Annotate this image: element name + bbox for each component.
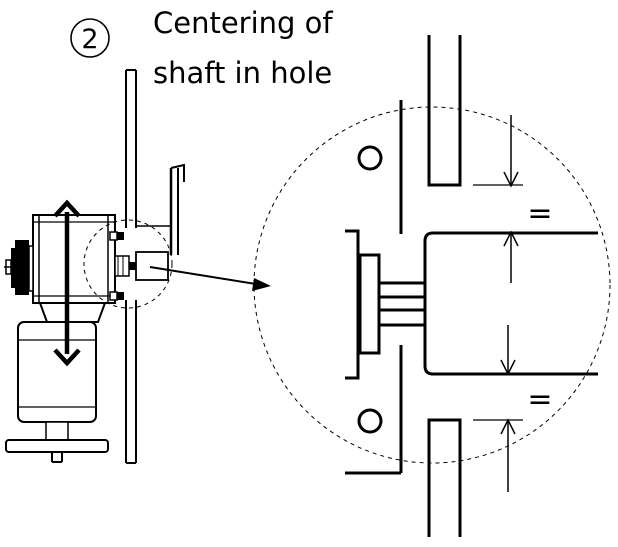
mount-hole-upper: [357, 145, 383, 171]
detail-circle: [253, 106, 611, 464]
vertical-adjust-arrow: [53, 199, 81, 367]
overview-assembly: [4, 69, 185, 464]
upper-gap-equal-sign: =: [527, 196, 552, 231]
upper-post: [427, 35, 462, 187]
step-badge-circle: [70, 18, 110, 58]
detail-plate: [345, 100, 403, 475]
caption-line-1: Centering of: [153, 6, 333, 40]
motor: [5, 302, 109, 463]
step-badge: 2: [70, 18, 110, 58]
lower-gap-equal-sign: =: [527, 382, 552, 417]
detail-shaft: [423, 231, 598, 376]
detail-view: = =: [253, 35, 611, 537]
output-shaft: [114, 251, 169, 281]
mounting-plate: [125, 69, 137, 464]
lower-gap-dimension: =: [473, 325, 553, 492]
lower-post: [427, 418, 462, 537]
mount-hole-lower: [357, 408, 383, 434]
caption-line-2: shaft in hole: [153, 56, 332, 90]
focus-circle-small: [83, 219, 173, 309]
detail-flange: [345, 229, 425, 380]
callout-arrow: [149, 266, 271, 291]
upper-gap-dimension: =: [473, 115, 553, 283]
gearbox-housing: [32, 214, 124, 304]
input-flange: [4, 240, 34, 295]
lever-bracket: [136, 163, 185, 255]
step-number: 2: [81, 24, 98, 55]
